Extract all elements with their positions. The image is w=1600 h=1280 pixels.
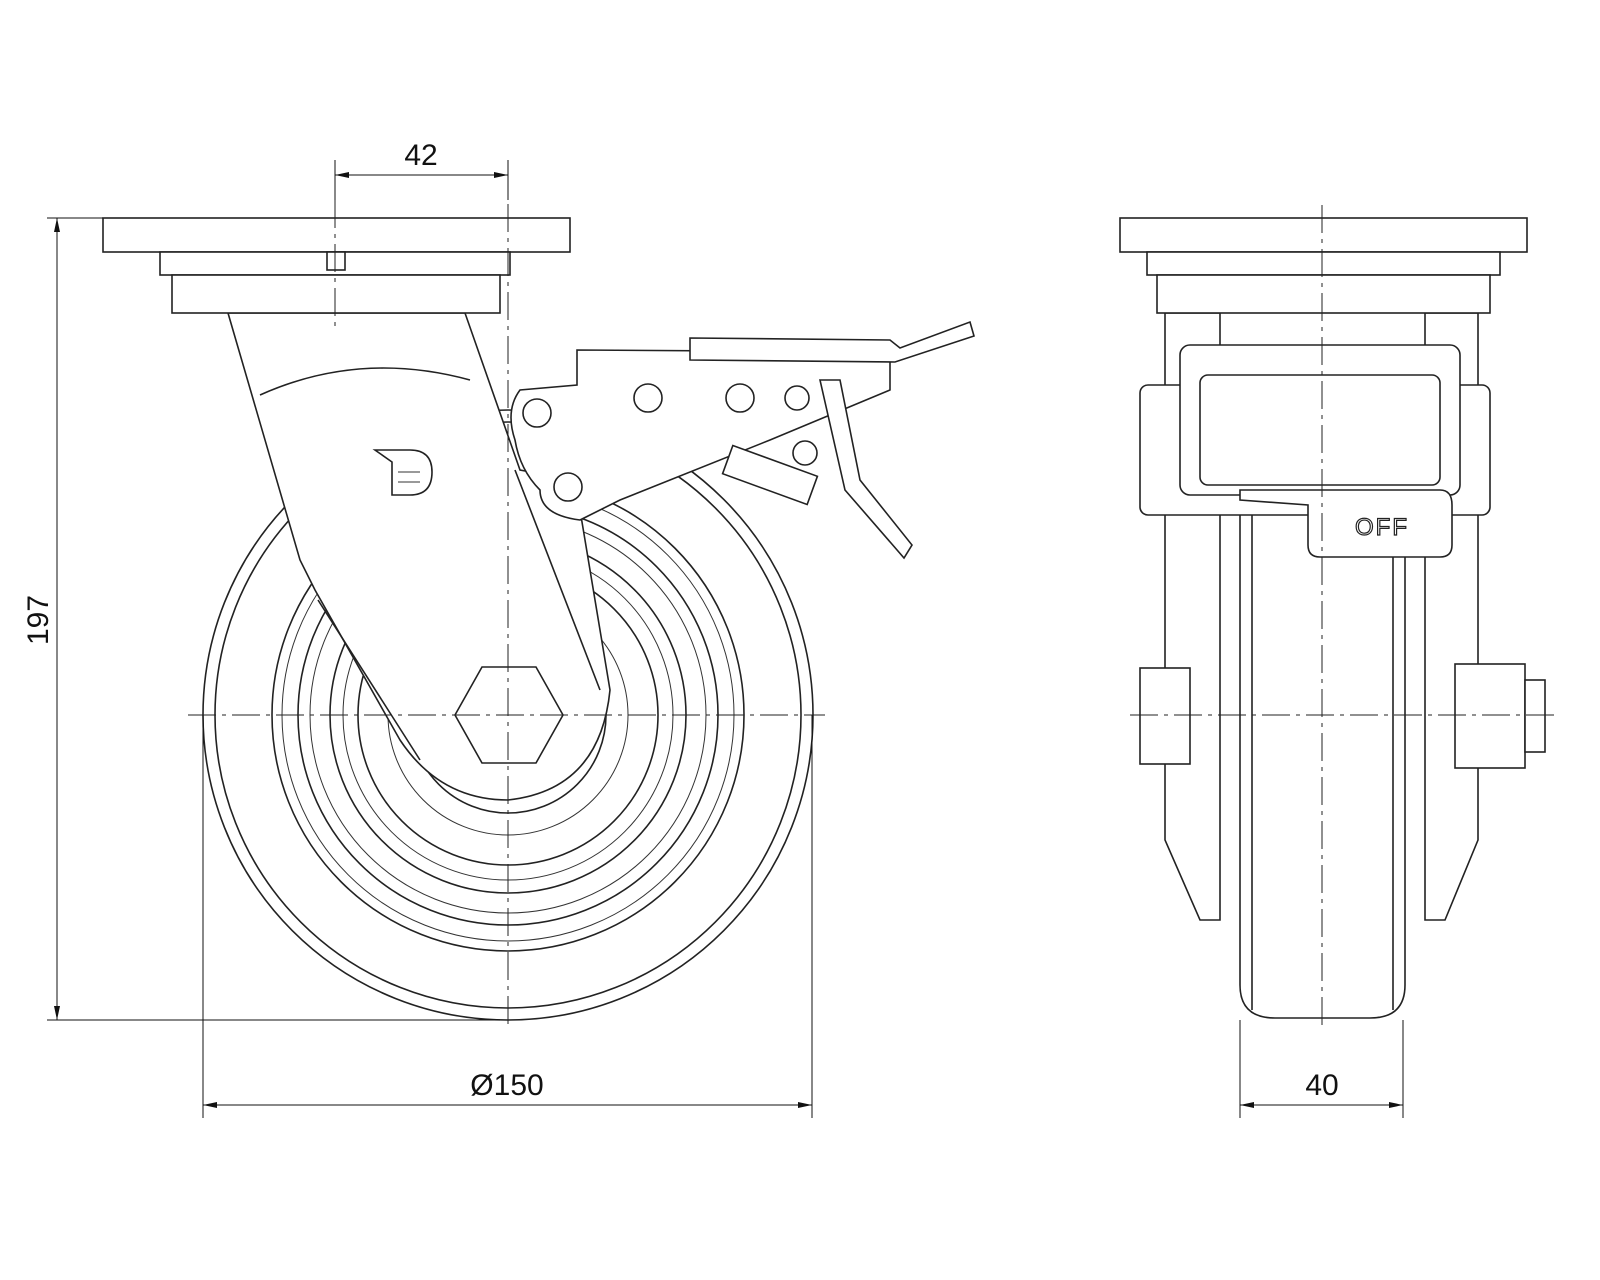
axle-bolt-head: [1139, 667, 1191, 765]
dimension-diameter: Ø150: [202, 715, 813, 1118]
axle-nut-front: [1454, 663, 1526, 769]
brake-state-label: OFF: [1355, 514, 1409, 541]
dimension-height: 197: [22, 217, 500, 1021]
dimension-height-label: 197: [22, 595, 55, 645]
top-plate-side: [102, 217, 571, 314]
brake-pedal-front: [1239, 489, 1453, 558]
dimension-offset-label: 42: [404, 139, 437, 172]
top-plate-front: [1119, 217, 1528, 314]
dimension-offset: 42: [334, 139, 509, 200]
brake-lever: [510, 320, 975, 560]
dimension-width-label: 40: [1305, 1069, 1338, 1102]
dimension-width: 40: [1239, 1020, 1404, 1118]
front-view: OFF: [1119, 205, 1560, 1030]
dimension-diameter-label: Ø150: [470, 1069, 543, 1102]
brand-logo-icon: [372, 449, 433, 496]
side-view: [102, 160, 975, 1030]
